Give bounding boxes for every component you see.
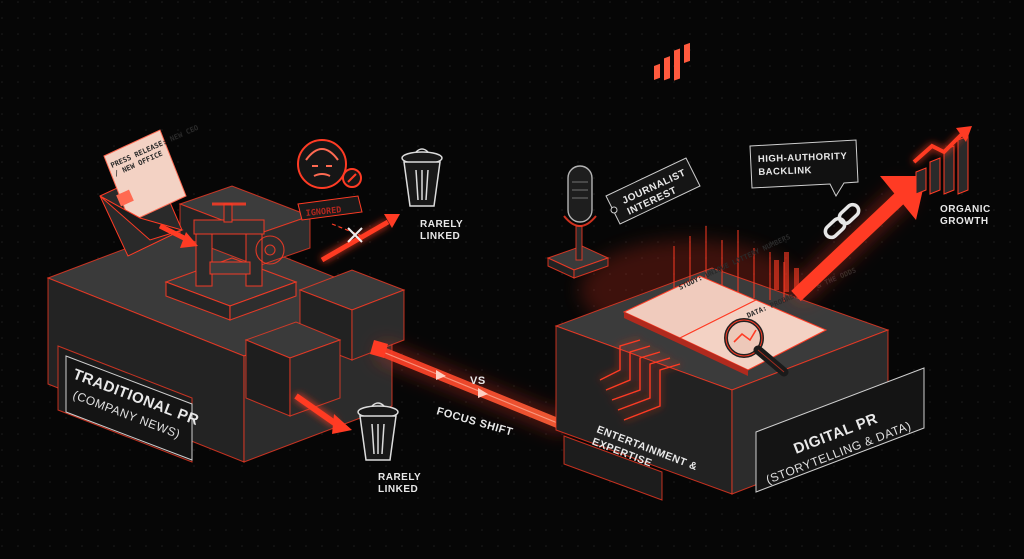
microphone-icon [546, 165, 610, 279]
journalist-interest-tag: JOURNALIST INTEREST [605, 157, 701, 225]
backlink-growth-arrow [774, 176, 926, 304]
rarely-linked-top-label: RARELY LINKED [420, 219, 466, 242]
envelope-arrow-head [180, 232, 198, 248]
ignored-label: IGNORED [305, 205, 342, 219]
vs-text: VS [470, 375, 486, 387]
trash-can-icon-top [401, 148, 443, 207]
ignored-face-icon [297, 139, 362, 189]
magnifier-icon [724, 318, 789, 377]
circuit-traces [599, 339, 681, 421]
ignored-dashed-line [331, 223, 363, 237]
rarely-linked-top-text-line2: LINKED [420, 231, 460, 242]
printing-press-icon [164, 202, 298, 321]
organic-growth-text-line2: GROWTH [940, 216, 989, 227]
small-bars [774, 252, 799, 292]
rarely-linked-top-text: RARELY [420, 219, 463, 230]
growth-chart-icon [912, 126, 972, 195]
backlink-text-line2: BACKLINK [758, 165, 812, 178]
ignored-tag: IGNORED [297, 195, 363, 221]
press-release-envelope: PRESS RELEASE: NEW CEO / NEW OFFICE [99, 123, 200, 257]
rarely-linked-bottom-label: RARELY LINKED [378, 472, 424, 495]
vs-label: VS [470, 375, 486, 387]
chain-link-icon [823, 202, 861, 240]
organic-growth-label: ORGANIC GROWTH [940, 204, 994, 227]
backlink-text: HIGH-AUTHORITY [758, 151, 848, 165]
envelope-arrow [158, 223, 190, 243]
organic-growth-text: ORGANIC [940, 204, 991, 215]
backlink-label: HIGH-AUTHORITY BACKLINK [758, 151, 851, 178]
high-authority-backlink-bubble: HIGH-AUTHORITY BACKLINK [749, 139, 859, 198]
rarely-linked-bottom-text: RARELY [378, 472, 421, 483]
rejected-arrow-top [320, 214, 400, 263]
rarely-linked-bottom-text-line2: LINKED [378, 484, 418, 495]
trash-can-icon-bottom [357, 402, 399, 461]
book-bar-chart [654, 42, 690, 81]
rejected-arrow-bottom [294, 393, 352, 434]
